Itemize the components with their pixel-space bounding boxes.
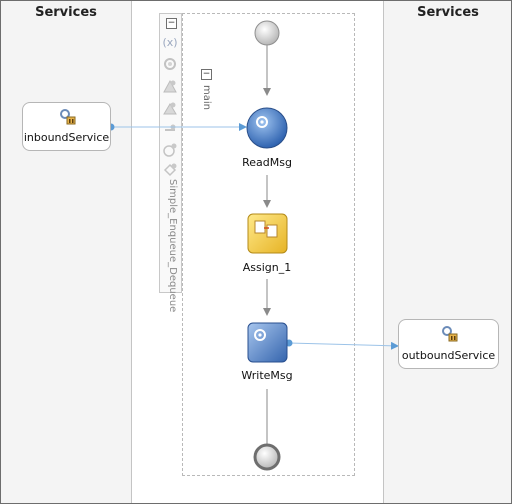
main-sequence[interactable]: [182, 13, 355, 476]
partner-link-icon[interactable]: [162, 56, 178, 72]
event-icon[interactable]: [162, 142, 178, 158]
receive-gear-icon: [256, 116, 268, 128]
activity-label-readmsg: ReadMsg: [242, 156, 292, 169]
activity-writemsg[interactable]: [247, 322, 288, 363]
inbound-service[interactable]: inboundService: [22, 102, 111, 151]
start-node[interactable]: [254, 20, 280, 46]
services-lane-title-left: Services: [35, 5, 97, 20]
gear-component-icon: [59, 109, 75, 125]
activity-label-assign: Assign_1: [242, 261, 292, 274]
collapse-scope-icon[interactable]: −: [166, 18, 177, 29]
correlation-icon[interactable]: [162, 100, 178, 116]
outbound-service[interactable]: outboundService: [398, 319, 499, 369]
services-lane-right: Services: [383, 1, 511, 503]
inbound-service-label: inboundService: [23, 131, 110, 144]
services-lane-title-right: Services: [417, 5, 479, 20]
main-sequence-label: main: [201, 85, 212, 110]
wire-writemsg-to-outbound: [288, 341, 399, 350]
svg-text:(x): (x): [162, 36, 177, 49]
scope-palette: − (x): [159, 13, 182, 293]
scope-title: Simple_Enqueue_Dequeue: [167, 179, 178, 313]
end-node[interactable]: [253, 443, 281, 471]
services-lane-left: Services: [1, 1, 132, 503]
gear-component-icon: [441, 326, 457, 342]
activity-readmsg[interactable]: [246, 107, 288, 149]
activity-label-writemsg: WriteMsg: [241, 369, 293, 382]
assign-icon: [254, 220, 278, 238]
collapse-main-icon[interactable]: −: [201, 69, 212, 80]
invoke-gear-icon: [254, 329, 266, 341]
outbound-service-label: outboundService: [401, 349, 496, 362]
variable-icon[interactable]: (x): [162, 34, 178, 50]
faults-icon[interactable]: [162, 78, 178, 94]
compensation-icon[interactable]: [162, 162, 178, 178]
activity-assign[interactable]: [247, 213, 288, 254]
